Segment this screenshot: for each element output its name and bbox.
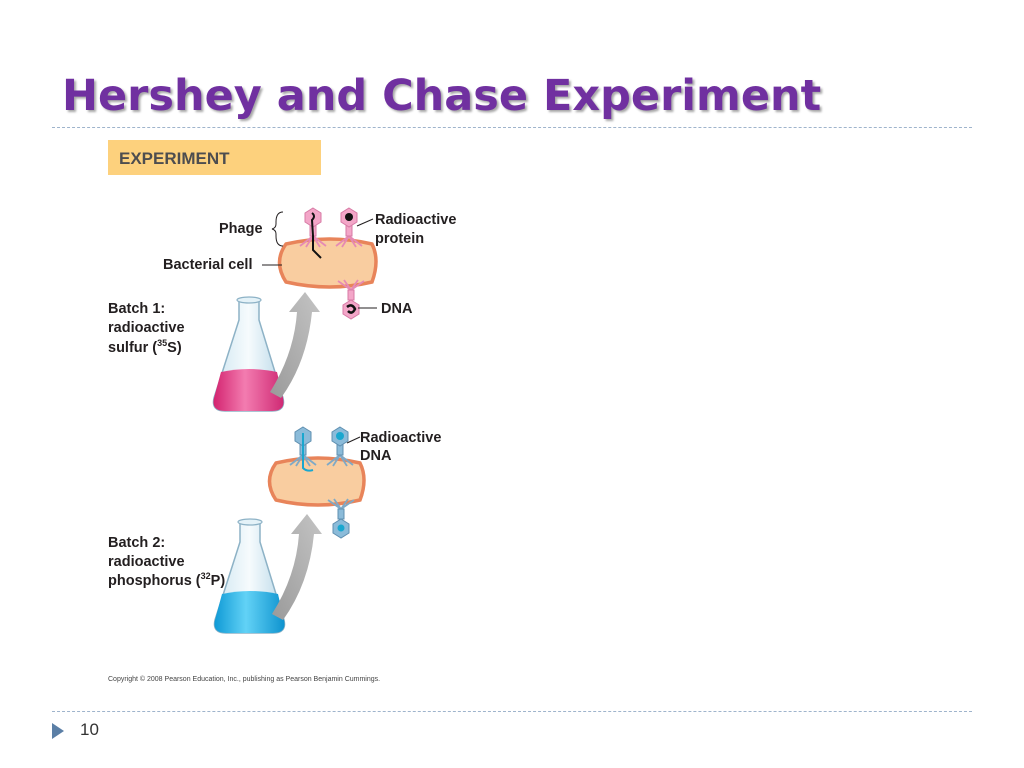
batch-2-line2: radioactive <box>108 554 185 570</box>
batch-2-line3: phosphorus (32P) <box>108 571 225 589</box>
radioactive-dna-leader <box>346 436 361 444</box>
radioactive-dna-label-line2: DNA <box>360 448 392 464</box>
batch-2-line1: Batch 2: <box>108 535 165 551</box>
experiment-banner: EXPERIMENT <box>108 140 321 175</box>
copyright-notice: Copyright © 2008 Pearson Education, Inc.… <box>108 676 381 683</box>
radioactive-protein-label-line2: protein <box>375 231 424 247</box>
radioactive-dna-label-line1: Radioactive <box>360 430 441 446</box>
phage-brace <box>271 211 284 247</box>
batch-2-isotope-symbol: P) <box>211 573 226 589</box>
page-number: 10 <box>80 720 99 739</box>
batch-1-flask <box>212 296 285 412</box>
phage-6 <box>327 498 355 539</box>
batch-2-isotope-mass: 32 <box>201 571 211 581</box>
batch-1-line2: radioactive <box>108 320 185 336</box>
footer-divider <box>52 711 972 712</box>
batch-2-flask <box>213 518 286 634</box>
batch-1-line3: sulfur (35S) <box>108 338 182 356</box>
phage-label: Phage <box>219 221 263 237</box>
title-divider <box>52 127 972 128</box>
batch-1-isotope-symbol: S) <box>167 340 182 356</box>
phage-3-dna <box>337 279 365 320</box>
dna-label: DNA <box>381 301 413 317</box>
bacterial-cell-2 <box>267 456 366 507</box>
batch-2-arrow <box>272 514 322 620</box>
batch-2-prefix: phosphorus ( <box>108 573 201 589</box>
phage-2-radioactive-protein <box>335 207 363 248</box>
batch-1-arrow <box>270 292 320 398</box>
radioactive-protein-leader <box>356 218 374 227</box>
bacterial-cell-1 <box>277 237 378 289</box>
banner-text: EXPERIMENT <box>119 149 230 168</box>
bacterial-cell-label: Bacterial cell <box>163 257 252 273</box>
radioactive-protein-label-line1: Radioactive <box>375 212 456 228</box>
phage-4-injecting <box>289 426 317 472</box>
batch-1-line1: Batch 1: <box>108 301 165 317</box>
phage-1-injecting <box>299 207 327 259</box>
triangle-bullet-icon <box>52 723 64 739</box>
batch-1-isotope-mass: 35 <box>157 338 167 348</box>
phage-5-radioactive-dna <box>326 426 354 467</box>
slide-title: Hershey and Chase Experiment <box>62 71 822 121</box>
batch-1-prefix: sulfur ( <box>108 340 157 356</box>
